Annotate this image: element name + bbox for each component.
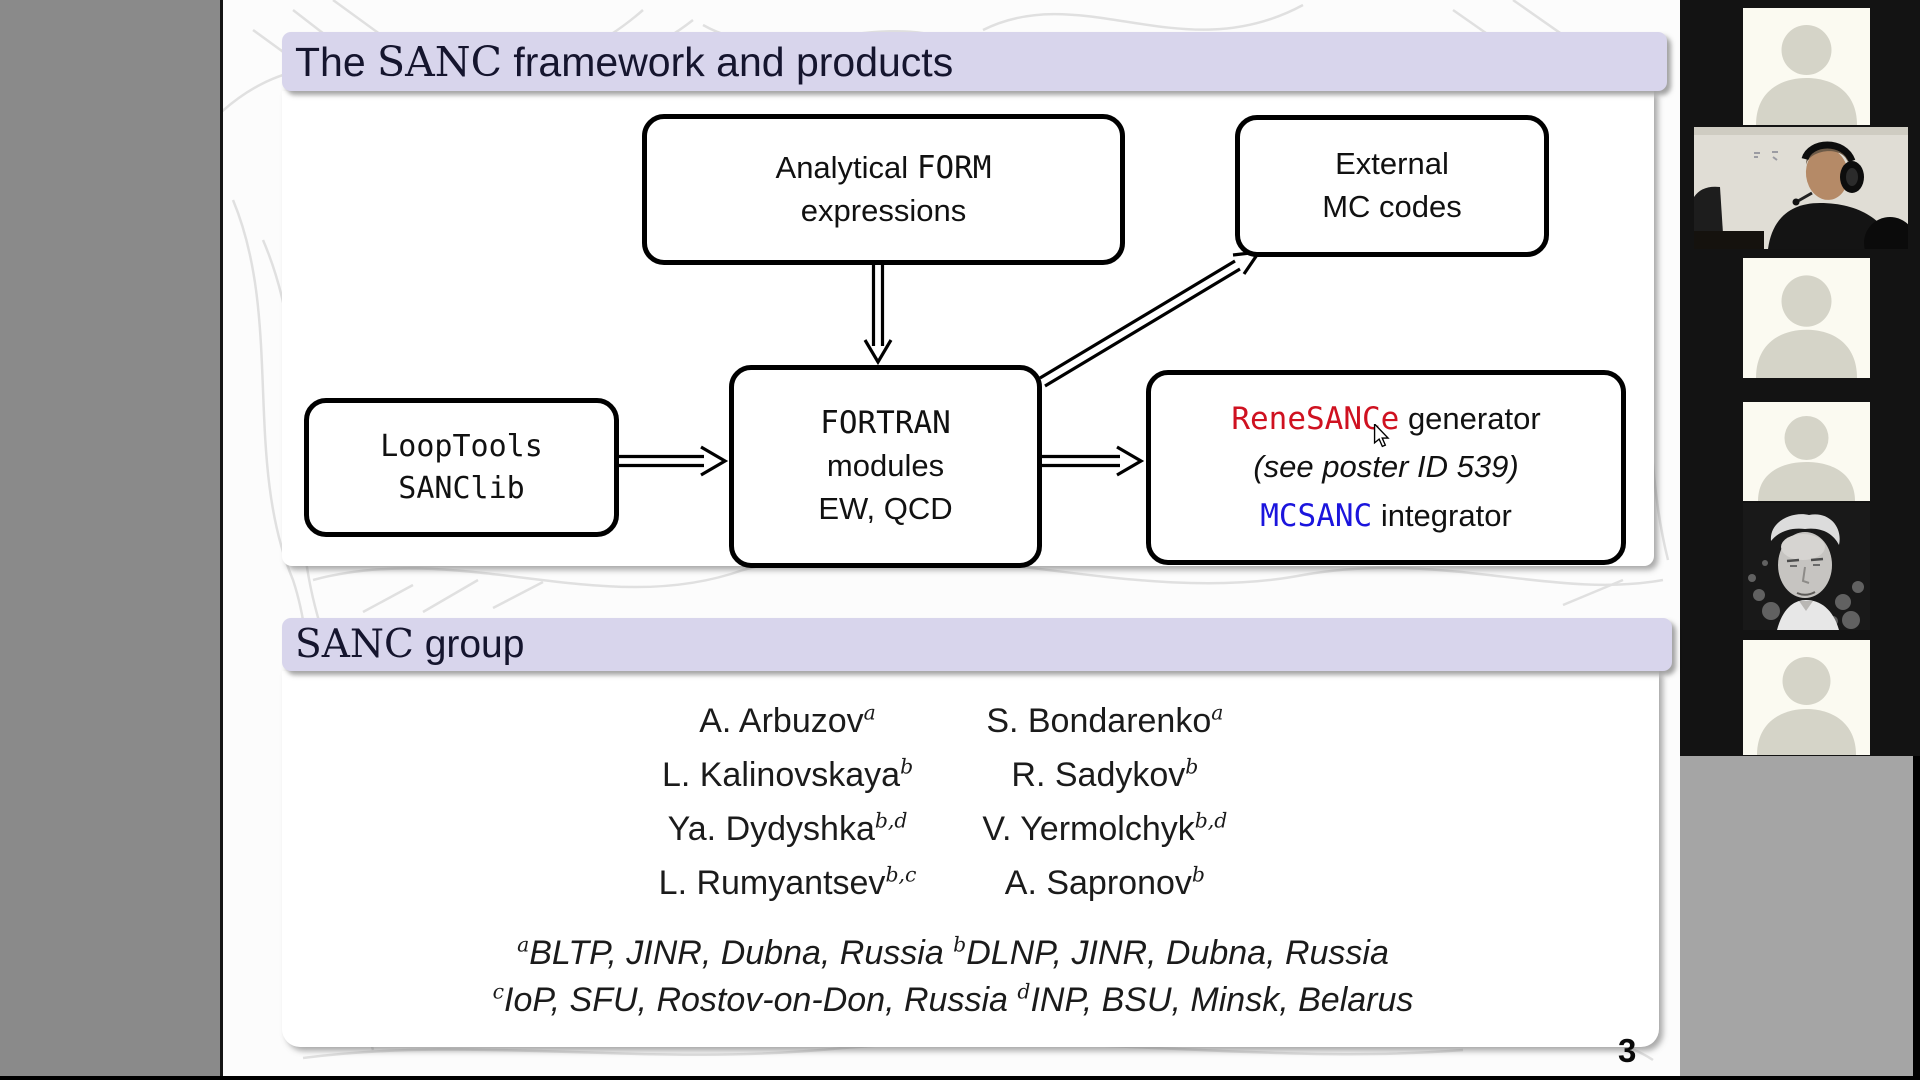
mouse-cursor: [1373, 424, 1390, 448]
participant-tile-live-video[interactable]: [1694, 127, 1908, 249]
author: L. Rumyantsevb,c: [658, 862, 917, 902]
box-line: ReneSANCe generator: [1231, 401, 1541, 438]
box-line: SANClib: [398, 470, 525, 506]
live-video-man-with-headphones: [1694, 127, 1908, 249]
box-line: EW, QCD: [818, 490, 953, 526]
box-line: External: [1335, 146, 1449, 182]
box-line: LoopTools: [380, 429, 543, 465]
sanc-group-title: SANC group: [295, 622, 525, 667]
author: L. Kalinovskayab: [661, 754, 914, 794]
participant-tile[interactable]: [1743, 8, 1870, 125]
flow-box-analytical-form: Analytical FORM expressions: [642, 114, 1125, 265]
box-line: FORTRAN: [820, 405, 951, 442]
author-column-2: S. Bondarenkoa R. Sadykovb V. Yermolchyk…: [982, 694, 1227, 910]
sanc-group-banner: SANC group: [282, 618, 1672, 671]
author-names: A. Arbuzova L. Kalinovskayab Ya. Dydyshk…: [223, 694, 1663, 910]
app-background-lower-right: [1680, 756, 1913, 1076]
slide-title-banner: The SANC framework and products: [282, 32, 1667, 91]
box-line: MCSANC integrator: [1260, 497, 1512, 534]
author: Ya. Dydyshkab,d: [667, 808, 908, 848]
sanc-group-panel: [282, 671, 1659, 1047]
box-line: MC codes: [1322, 189, 1462, 224]
affiliations: aBLTP, JINR, Dubna, Russia bDLNP, JINR, …: [223, 930, 1683, 1024]
flow-box-looptools-sanclib: LoopTools SANClib: [304, 398, 619, 537]
participant-avatar-placeholder-icon: [1743, 8, 1870, 125]
affiliation-line: aBLTP, JINR, Dubna, Russia bDLNP, JINR, …: [517, 932, 1389, 972]
photo-bw-portrait: [1743, 503, 1870, 630]
participant-avatar-placeholder-icon: [1743, 640, 1870, 755]
box-line: modules: [826, 448, 945, 484]
author: A. Arbuzova: [699, 700, 876, 740]
participants-sidebar: [1680, 0, 1920, 756]
participant-avatar-placeholder-icon: [1743, 258, 1870, 378]
author: S. Bondarenkoa: [986, 700, 1224, 740]
author-column-1: A. Arbuzova L. Kalinovskayab Ya. Dydyshk…: [659, 694, 917, 910]
participant-tile[interactable]: [1743, 402, 1870, 501]
box-line: expressions: [800, 192, 967, 228]
author: V. Yermolchykb,d: [982, 808, 1228, 848]
app-background-left: [0, 0, 220, 1076]
flow-box-renesance-mcsanc: ReneSANCe generator (see poster ID 539) …: [1146, 370, 1626, 565]
page-number: 3: [1618, 1032, 1637, 1069]
slide-title: The SANC framework and products: [295, 37, 954, 86]
participant-tile[interactable]: [1743, 258, 1870, 378]
shared-slide: The SANC framework and products Analytic…: [220, 0, 1683, 1076]
participant-tile[interactable]: [1743, 640, 1870, 755]
author: R. Sadykovb: [1011, 754, 1199, 794]
affiliation-line: cIoP, SFU, Rostov-on-Don, Russia dINP, B…: [492, 979, 1414, 1019]
flow-box-fortran-modules: FORTRAN modules EW, QCD: [729, 365, 1042, 568]
flow-box-external-mc-codes: External MC codes: [1235, 115, 1549, 257]
participant-tile-photo[interactable]: [1743, 503, 1870, 630]
author: A. Sapronovb: [1004, 862, 1205, 902]
participant-avatar-placeholder-icon: [1743, 402, 1870, 501]
box-line: (see poster ID 539): [1253, 449, 1519, 485]
box-line: Analytical FORM: [775, 149, 992, 186]
